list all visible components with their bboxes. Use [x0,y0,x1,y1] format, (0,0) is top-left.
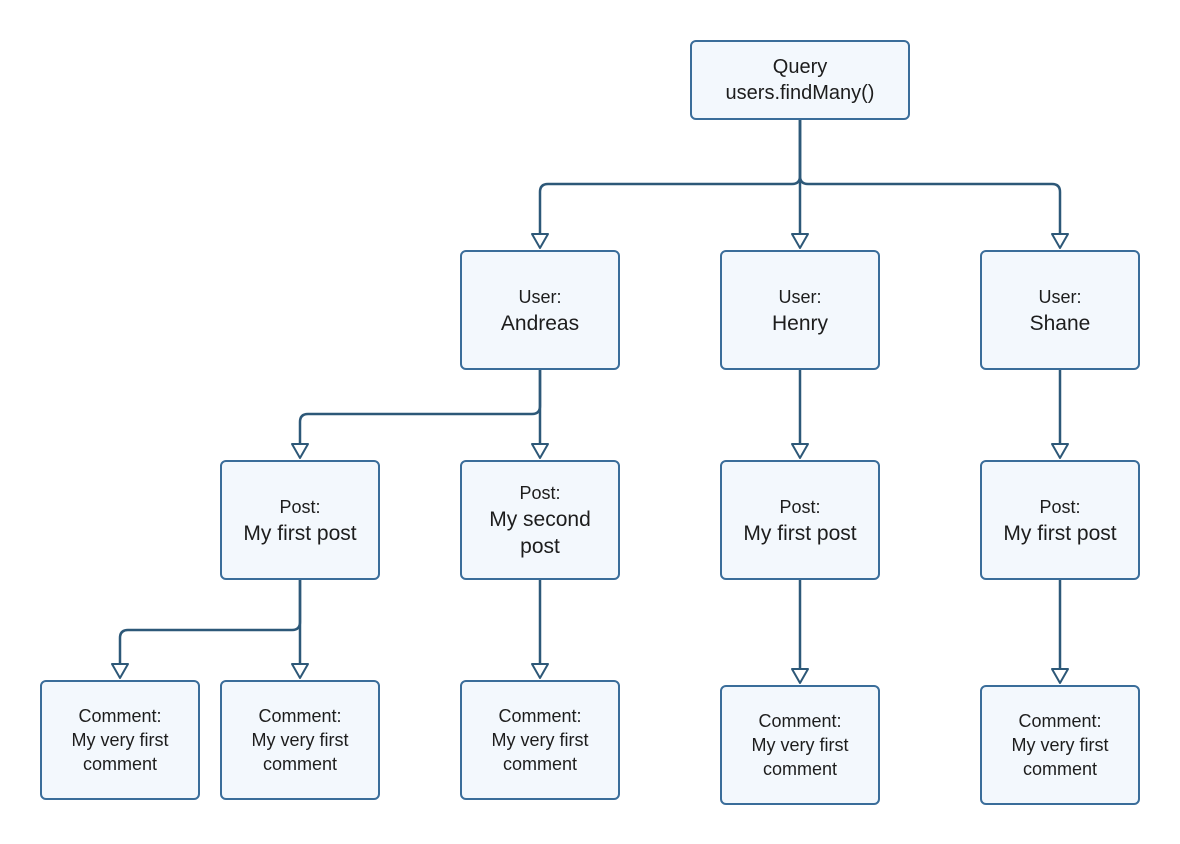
comment-label: Comment: [258,706,342,726]
post-label: Post: [279,496,321,517]
post-label: Post: [1039,496,1081,517]
post-node-andreas-first[interactable]: Post: My first post [220,460,380,580]
arrowhead [531,233,549,249]
arrowhead [291,663,309,679]
edge-query-andreas [538,120,802,234]
user-node-andreas[interactable]: User: Andreas [460,250,620,370]
post-title: My second post [489,508,591,558]
comment-text: My very first comment [751,735,849,779]
comment-label: Comment: [498,706,582,726]
query-label: Query [772,56,828,78]
edge-post1-comment1 [118,580,302,664]
post-title: My first post [243,521,357,545]
arrowhead [531,663,549,679]
comment-node[interactable]: Comment: My very first comment [460,680,620,800]
arrowhead [291,443,309,459]
post-title: My first post [743,521,857,545]
user-name: Shane [1029,311,1091,335]
arrowhead [1051,233,1069,249]
user-name: Andreas [500,311,580,335]
edge-query-shane [798,120,1062,234]
comment-label: Comment: [1018,711,1102,731]
user-label: User: [1038,286,1082,307]
arrowhead [791,233,809,249]
arrowhead [531,443,549,459]
arrowhead [1051,443,1069,459]
user-label: User: [518,286,562,307]
user-label: User: [778,286,822,307]
post-node-henry-first[interactable]: Post: My first post [720,460,880,580]
comment-text: My very first comment [71,730,169,774]
post-node-shane-first[interactable]: Post: My first post [980,460,1140,580]
post-label: Post: [779,496,821,517]
post-label: Post: [519,483,561,503]
query-node[interactable]: Query users.findMany() [690,40,910,120]
comment-label: Comment: [78,706,162,726]
user-node-henry[interactable]: User: Henry [720,250,880,370]
comment-label: Comment: [758,711,842,731]
post-title: My first post [1003,521,1117,545]
arrowhead [1051,668,1069,684]
comment-text: My very first comment [1011,735,1109,779]
comment-text: My very first comment [491,730,589,774]
arrowhead [111,663,129,679]
edge-andreas-post1 [298,370,542,444]
comment-text: My very first comment [251,730,349,774]
post-node-andreas-second[interactable]: Post: My second post [460,460,620,580]
arrowhead [791,668,809,684]
user-node-shane[interactable]: User: Shane [980,250,1140,370]
query-value: users.findMany() [725,82,875,104]
arrowhead [791,443,809,459]
comment-node[interactable]: Comment: My very first comment [40,680,200,800]
comment-node[interactable]: Comment: My very first comment [980,685,1140,805]
comment-node[interactable]: Comment: My very first comment [220,680,380,800]
user-name: Henry [771,311,829,335]
comment-node[interactable]: Comment: My very first comment [720,685,880,805]
